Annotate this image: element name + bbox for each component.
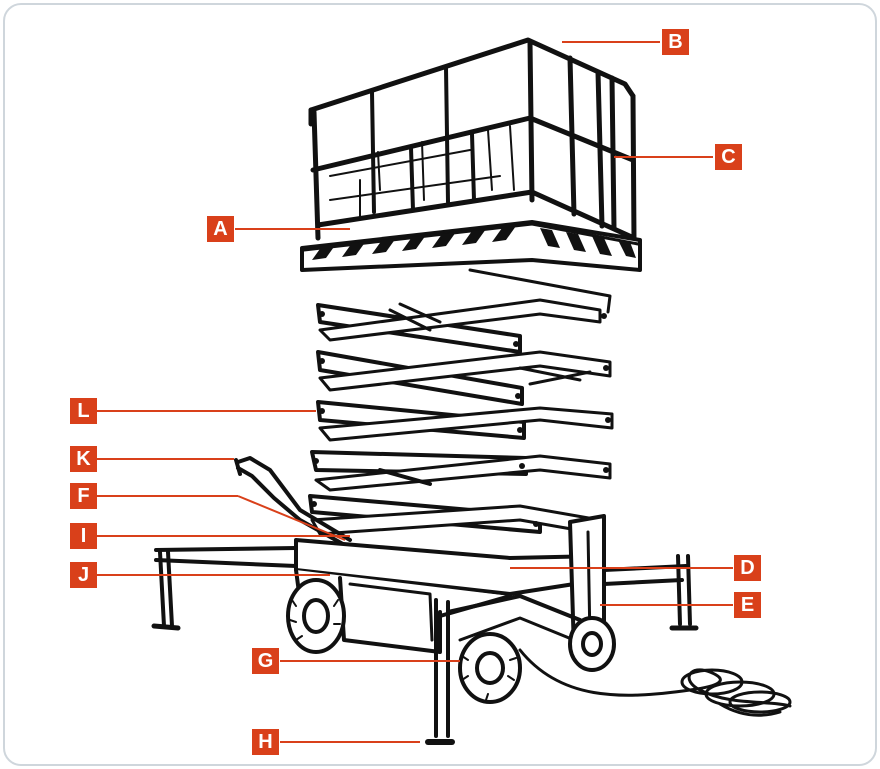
callout-leaders bbox=[97, 41, 733, 743]
leader-line-f-diagonal bbox=[237, 495, 346, 541]
callout-j: J bbox=[70, 562, 97, 588]
callout-h: H bbox=[252, 729, 279, 755]
tire-tread bbox=[289, 599, 517, 701]
callout-g: G bbox=[252, 648, 279, 674]
callout-k: K bbox=[70, 446, 97, 472]
callout-f: F bbox=[70, 483, 97, 509]
callout-b: B bbox=[662, 29, 689, 55]
callout-l: L bbox=[70, 398, 97, 424]
callout-a: A bbox=[207, 216, 234, 242]
wheels bbox=[286, 578, 616, 704]
callout-d: D bbox=[734, 555, 761, 581]
hydraulic-cylinder bbox=[378, 302, 592, 486]
callout-c: C bbox=[715, 144, 742, 170]
callout-e: E bbox=[734, 592, 761, 618]
platform-cage bbox=[308, 37, 637, 243]
callout-i: I bbox=[70, 523, 97, 549]
power-cable bbox=[518, 648, 792, 717]
scissor-stack bbox=[308, 268, 614, 536]
platform-deck bbox=[300, 220, 642, 272]
